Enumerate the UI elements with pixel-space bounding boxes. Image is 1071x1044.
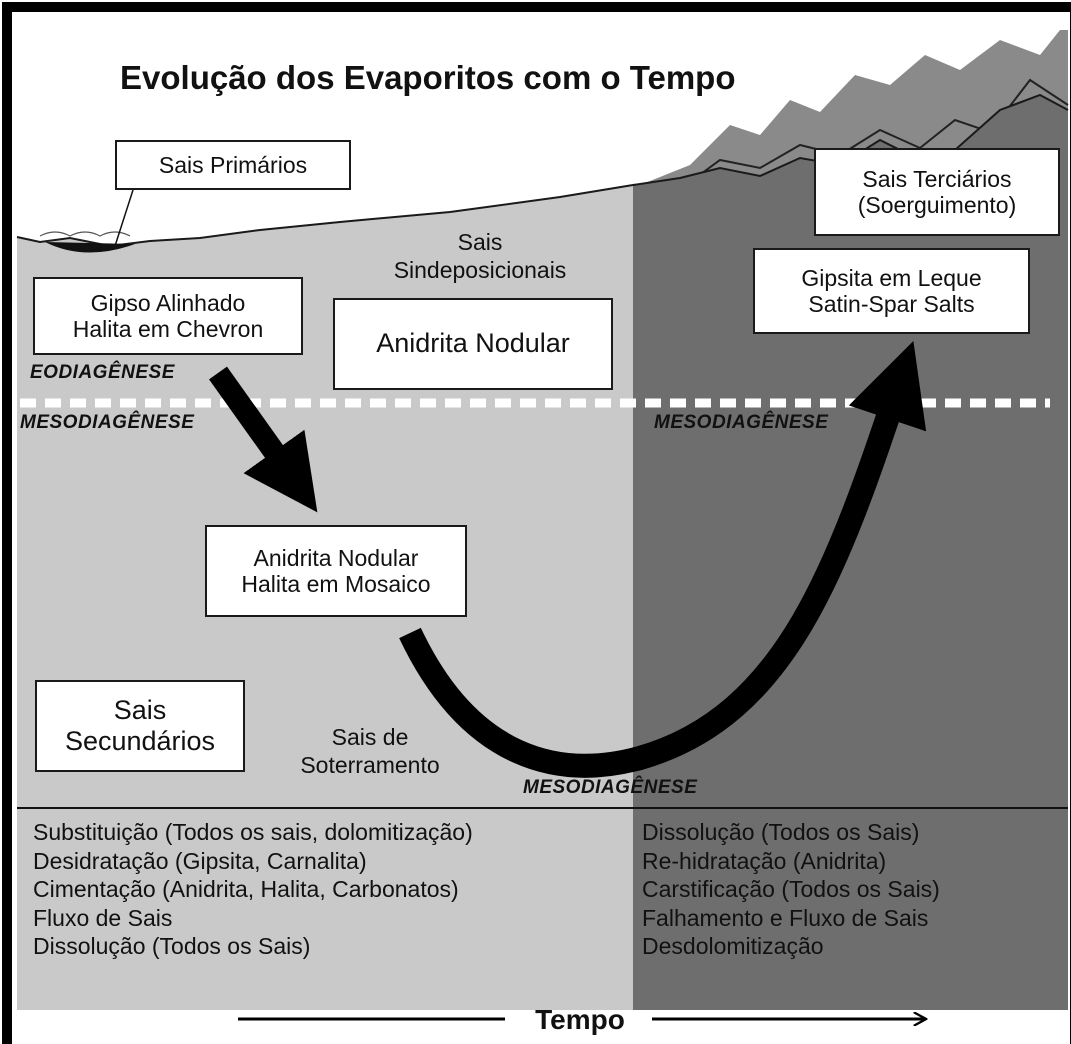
process-left-item: Substituição (Todos os sais, dolomitizaç… bbox=[33, 819, 473, 845]
box-sais-terciarios-line1: Sais Terciários bbox=[862, 165, 1012, 192]
box-anidrita-mosaico-line2: Halita em Mosaico bbox=[241, 571, 431, 597]
zone-mesodiagenese-left: MESODIAGÊNESE bbox=[20, 412, 195, 433]
box-gipsita-leque: Gipsita em Leque Satin-Spar Salts bbox=[753, 248, 1030, 334]
label-sais-sindeposicionais-line2: Sindeposicionais bbox=[393, 256, 567, 283]
box-sais-terciarios: Sais Terciários (Soerguimento) bbox=[814, 148, 1060, 236]
zone-eodiagenese: EODIAGÊNESE bbox=[30, 362, 175, 383]
box-gipso-line2: Halita em Chevron bbox=[72, 316, 264, 342]
box-anidrita-nodular-text: Anidrita Nodular bbox=[376, 328, 570, 359]
burial-arrow bbox=[209, 366, 318, 513]
process-right-item: Re-hidratação (Anidrita) bbox=[642, 847, 887, 874]
box-gipso-line1: Gipso Alinhado bbox=[90, 289, 246, 316]
label-sais-soterramento-line1: Sais de bbox=[331, 724, 409, 750]
label-sais-soterramento: Sais de Soterramento bbox=[280, 724, 460, 779]
sais-primarios-pointer bbox=[114, 189, 134, 247]
box-gipsita-line2: Satin-Spar Salts bbox=[808, 291, 975, 317]
box-sais-secundarios: Sais Secundários bbox=[35, 680, 245, 772]
process-left-item: Cimentação (Anidrita, Halita, Carbonatos… bbox=[33, 876, 459, 902]
label-sais-sindeposicionais-line1: Sais bbox=[457, 229, 503, 255]
box-anidrita-mosaico-line1: Anidrita Nodular bbox=[253, 544, 419, 571]
processes-left: Substituição (Todos os sais, dolomitizaç… bbox=[33, 818, 473, 961]
label-sais-soterramento-line2: Soterramento bbox=[300, 751, 440, 778]
box-sais-primarios-text: Sais Primários bbox=[158, 151, 308, 178]
box-gipso-alinhado: Gipso Alinhado Halita em Chevron bbox=[33, 277, 303, 355]
time-axis-label: Tempo bbox=[535, 1004, 625, 1035]
box-sais-secundarios-line2: Secundários bbox=[64, 726, 216, 756]
processes-right: Dissolução (Todos os Sais) Re-hidratação… bbox=[642, 818, 940, 961]
process-right-item: Dissolução (Todos os Sais) bbox=[642, 819, 920, 845]
zone-mesodiagenese-right: MESODIAGÊNESE bbox=[654, 412, 829, 433]
process-left-item: Desidratação (Gipsita, Carnalita) bbox=[33, 847, 367, 874]
label-sais-sindeposicionais: Sais Sindeposicionais bbox=[360, 229, 600, 284]
lake bbox=[45, 242, 135, 253]
box-anidrita-mosaico: Anidrita Nodular Halita em Mosaico bbox=[205, 525, 467, 617]
uplift-arrow bbox=[399, 341, 927, 778]
box-anidrita-nodular: Anidrita Nodular bbox=[333, 298, 613, 390]
time-strip bbox=[17, 1010, 1068, 1044]
process-left-item: Dissolução (Todos os Sais) bbox=[33, 933, 311, 959]
box-sais-primarios: Sais Primários bbox=[115, 140, 351, 190]
process-right-item: Desdolomitização bbox=[642, 933, 824, 959]
page-title: Evolução dos Evaporitos com o Tempo bbox=[120, 59, 736, 96]
process-right-item: Falhamento e Fluxo de Sais bbox=[642, 904, 929, 931]
box-sais-terciarios-line2: (Soerguimento) bbox=[857, 192, 1017, 218]
process-left-item: Fluxo de Sais bbox=[33, 904, 173, 931]
zone-mesodiagenese-bottom: MESODIAGÊNESE bbox=[523, 777, 698, 798]
box-sais-secundarios-line1: Sais bbox=[113, 694, 167, 725]
process-right-item: Carstificação (Todos os Sais) bbox=[642, 876, 940, 902]
box-gipsita-line1: Gipsita em Leque bbox=[801, 264, 982, 291]
